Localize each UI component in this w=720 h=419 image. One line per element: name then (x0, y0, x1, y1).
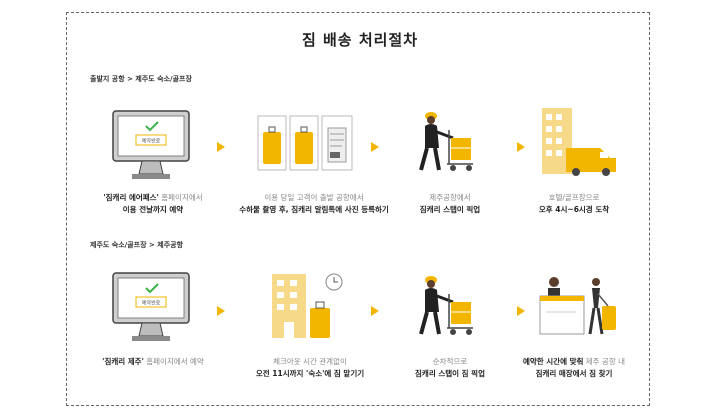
porter-cart-icon (417, 108, 477, 174)
caption-line1: 제주공항에서 (429, 193, 471, 202)
caption-line2: 짐캐리 매장에서 짐 찾기 (535, 369, 613, 378)
caption-line2: 오전 11시까지 '숙소'에 짐 맡기기 (255, 369, 365, 378)
step-arrow (371, 142, 379, 152)
caption-line2: 수하물 촬영 후, 짐캐리 알림톡에 사진 등록하기 (239, 205, 389, 214)
route-label-1: 출발지 공항 > 제주도 숙소/골프장 (90, 75, 192, 83)
caption-line1: 제주 공항 내 (583, 357, 626, 366)
diagram-title: 짐 배송 처리절차 (301, 31, 419, 49)
caption-line1: 이용 당일 고객이 출발 공항에서 (264, 193, 364, 202)
caption-line2: 짐캐리 스탭이 픽업 (419, 205, 481, 214)
caption-line1: 홈페이지에서 (158, 193, 203, 202)
step-caption: 체크아웃 시간 관계없이 오전 11시까지 '숙소'에 짐 맡기기 (240, 356, 380, 380)
caption-strong: '짐캐리 제주' (102, 357, 144, 366)
step-arrow (517, 306, 525, 316)
step-caption: 제주공항에서 짐캐리 스탭이 픽업 (380, 192, 520, 216)
caption-line1: 홈페이지에서 예약 (143, 357, 204, 366)
step-caption: '짐캐리 에어패스' 홈페이지에서 이용 전날까지 예약 (83, 192, 223, 216)
monitor-check-icon: 예약완료 (112, 272, 190, 344)
hotel-truck-icon (540, 106, 620, 178)
monitor-screen-text: 예약완료 (142, 138, 161, 145)
step-caption: 예약한 시간에 맞춰 제주 공항 내 짐캐리 매장에서 짐 찾기 (504, 356, 644, 380)
caption-line1: 순차적으로 (432, 357, 468, 366)
step-arrow (217, 142, 225, 152)
caption-line1: 체크아웃 시간 관계없이 (273, 357, 347, 366)
step-caption: 호텔/골프장으로 오후 4시~6시경 도착 (504, 192, 644, 216)
step-arrow (371, 306, 379, 316)
caption-strong: 예약한 시간에 맞춰 (522, 357, 584, 366)
monitor-screen-text: 예약완료 (142, 300, 161, 307)
caption-line1: 호텔/골프장으로 (548, 193, 600, 202)
monitor-check-icon: 예약완료 (112, 110, 190, 182)
porter-cart-icon (417, 272, 477, 338)
luggage-photo-icon (257, 112, 358, 172)
hotel-luggage-clock-icon (270, 270, 350, 340)
step-caption: 이용 당일 고객이 출발 공항에서 수하물 촬영 후, 짐캐리 알림톡에 사진 … (234, 192, 394, 216)
caption-strong: '짐캐리 에어패스' (103, 193, 159, 202)
diagram-frame (66, 12, 650, 406)
counter-pickup-icon (538, 272, 618, 338)
caption-line2: 이용 전날까지 예약 (122, 205, 184, 214)
caption-line2: 짐캐리 스탭이 짐 픽업 (415, 369, 485, 378)
caption-line2: 오후 4시~6시경 도착 (538, 205, 610, 214)
step-arrow (517, 142, 525, 152)
step-caption: '짐캐리 제주' 홈페이지에서 예약 (83, 356, 223, 368)
route-label-2: 제주도 숙소/골프장 > 제주공항 (90, 241, 184, 249)
step-caption: 순차적으로 짐캐리 스탭이 짐 픽업 (380, 356, 520, 380)
step-arrow (217, 306, 225, 316)
